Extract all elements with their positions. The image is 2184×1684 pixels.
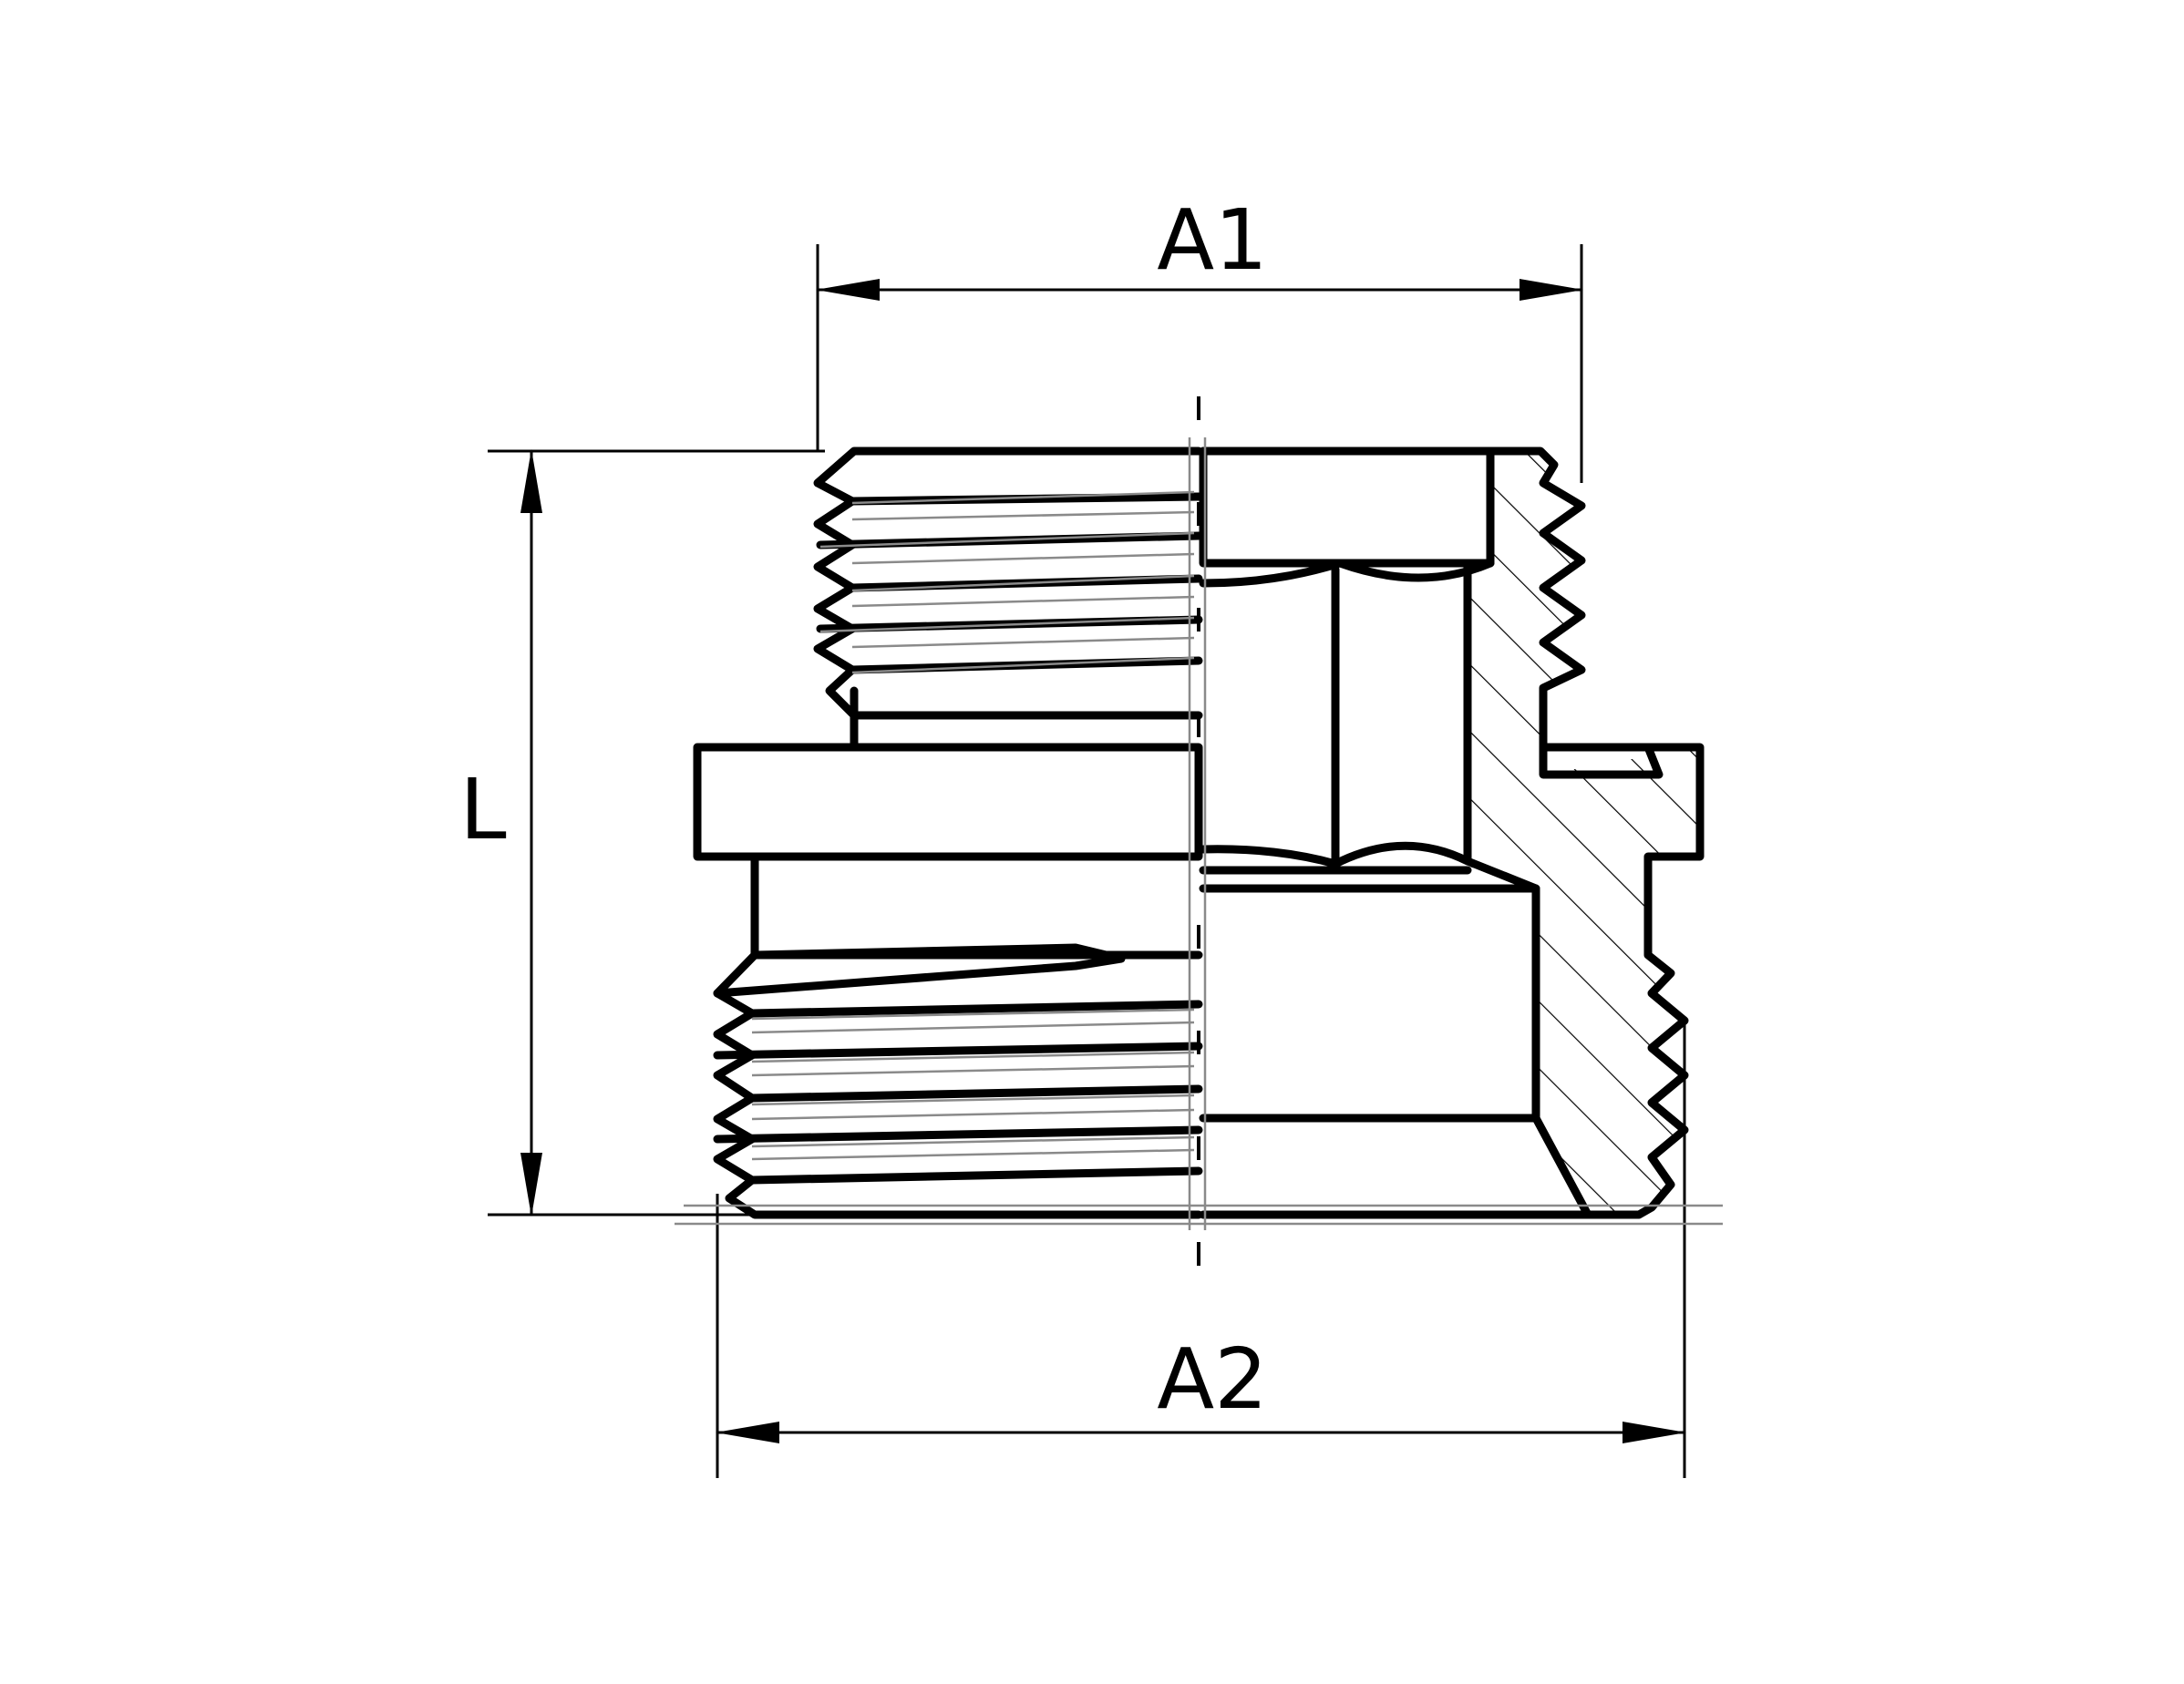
bottom-thread-line-5 [713,1125,1203,1144]
fine-thread-lines [675,490,1723,1226]
bottom-thread-line-1 [713,943,1126,998]
dimension-a1: A1 [816,191,1583,483]
bottom-thread-line-4 [747,1084,1203,1103]
bore-inner-step [1199,866,1540,1123]
section-outer-profile [1199,447,1705,1219]
drill-cone-bottom [1199,841,1540,893]
a2-label: A2 [1157,1330,1267,1428]
center-axis [1188,396,1207,1271]
bottom-thread-line-3 [713,1042,1203,1060]
drill-cone-top [1199,559,1495,588]
l-label: L [459,761,506,858]
dimension-a2: A2 [716,1021,1686,1478]
hex-flange [693,743,1203,861]
bore-bottom-chamfer [1531,1114,1592,1219]
bottom-thread-line-2 [747,1000,1203,1018]
section-hatch [1468,451,1700,1215]
bottom-thread-line-6 [747,1166,1203,1185]
a1-label: A1 [1157,191,1267,289]
section-top-bore [1199,447,1495,568]
dimension-l: L [459,449,825,1217]
